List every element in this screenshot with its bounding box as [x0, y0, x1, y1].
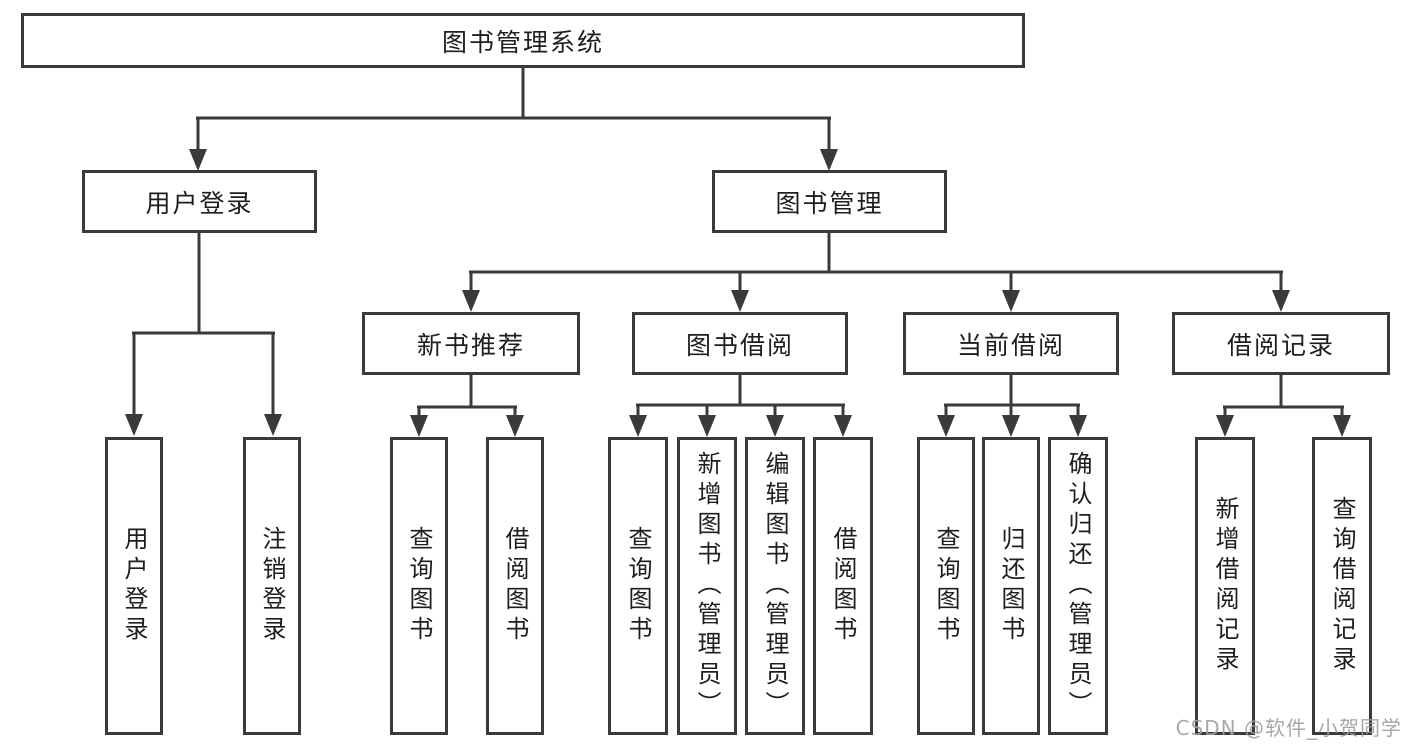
node-user-login: 用户登录 [82, 170, 317, 233]
node-current-borrow: 当前借阅 [903, 312, 1119, 375]
leaf-query-borrow-record: 查询借阅记录 [1312, 437, 1372, 735]
leaf-query-books-borrow: 查询图书 [608, 437, 668, 735]
node-book-management: 图书管理 [712, 170, 947, 233]
leaf-label: 归还图书 [997, 526, 1025, 646]
leaf-label: 查询借阅记录 [1328, 496, 1356, 676]
leaf-label: 借阅图书 [829, 526, 857, 646]
leaf-borrow-books: 借阅图书 [813, 437, 873, 735]
leaf-confirm-return-admin: 确认归还（管理员） [1048, 437, 1108, 735]
leaf-add-book-admin: 新增图书（管理员） [677, 437, 737, 735]
leaf-label: 新增借阅记录 [1211, 496, 1239, 676]
leaf-query-books-current: 查询图书 [917, 437, 975, 735]
leaf-label: 查询图书 [405, 526, 433, 646]
node-new-book-recommend: 新书推荐 [362, 312, 580, 375]
leaf-label: 新增图书（管理员） [693, 451, 721, 721]
leaf-query-books-recommend: 查询图书 [390, 437, 448, 735]
leaf-label: 查询图书 [932, 526, 960, 646]
leaf-logout: 注销登录 [243, 437, 301, 735]
leaf-borrow-books-recommend: 借阅图书 [486, 437, 544, 735]
node-library-system: 图书管理系统 [21, 13, 1025, 68]
leaf-edit-book-admin: 编辑图书（管理员） [745, 437, 805, 735]
node-book-borrow: 图书借阅 [632, 312, 848, 375]
node-borrow-records: 借阅记录 [1172, 312, 1390, 375]
leaf-add-borrow-record: 新增借阅记录 [1195, 437, 1255, 735]
leaf-label: 编辑图书（管理员） [761, 451, 789, 721]
leaf-label: 借阅图书 [501, 526, 529, 646]
leaf-user-login: 用户登录 [105, 437, 163, 735]
leaf-label: 确认归还（管理员） [1064, 451, 1092, 721]
leaf-label: 注销登录 [258, 526, 286, 646]
leaf-return-books: 归还图书 [982, 437, 1040, 735]
csdn-watermark: CSDN @软件_小贺同学 [1175, 716, 1402, 740]
leaf-label: 用户登录 [120, 526, 148, 646]
leaf-label: 查询图书 [624, 526, 652, 646]
